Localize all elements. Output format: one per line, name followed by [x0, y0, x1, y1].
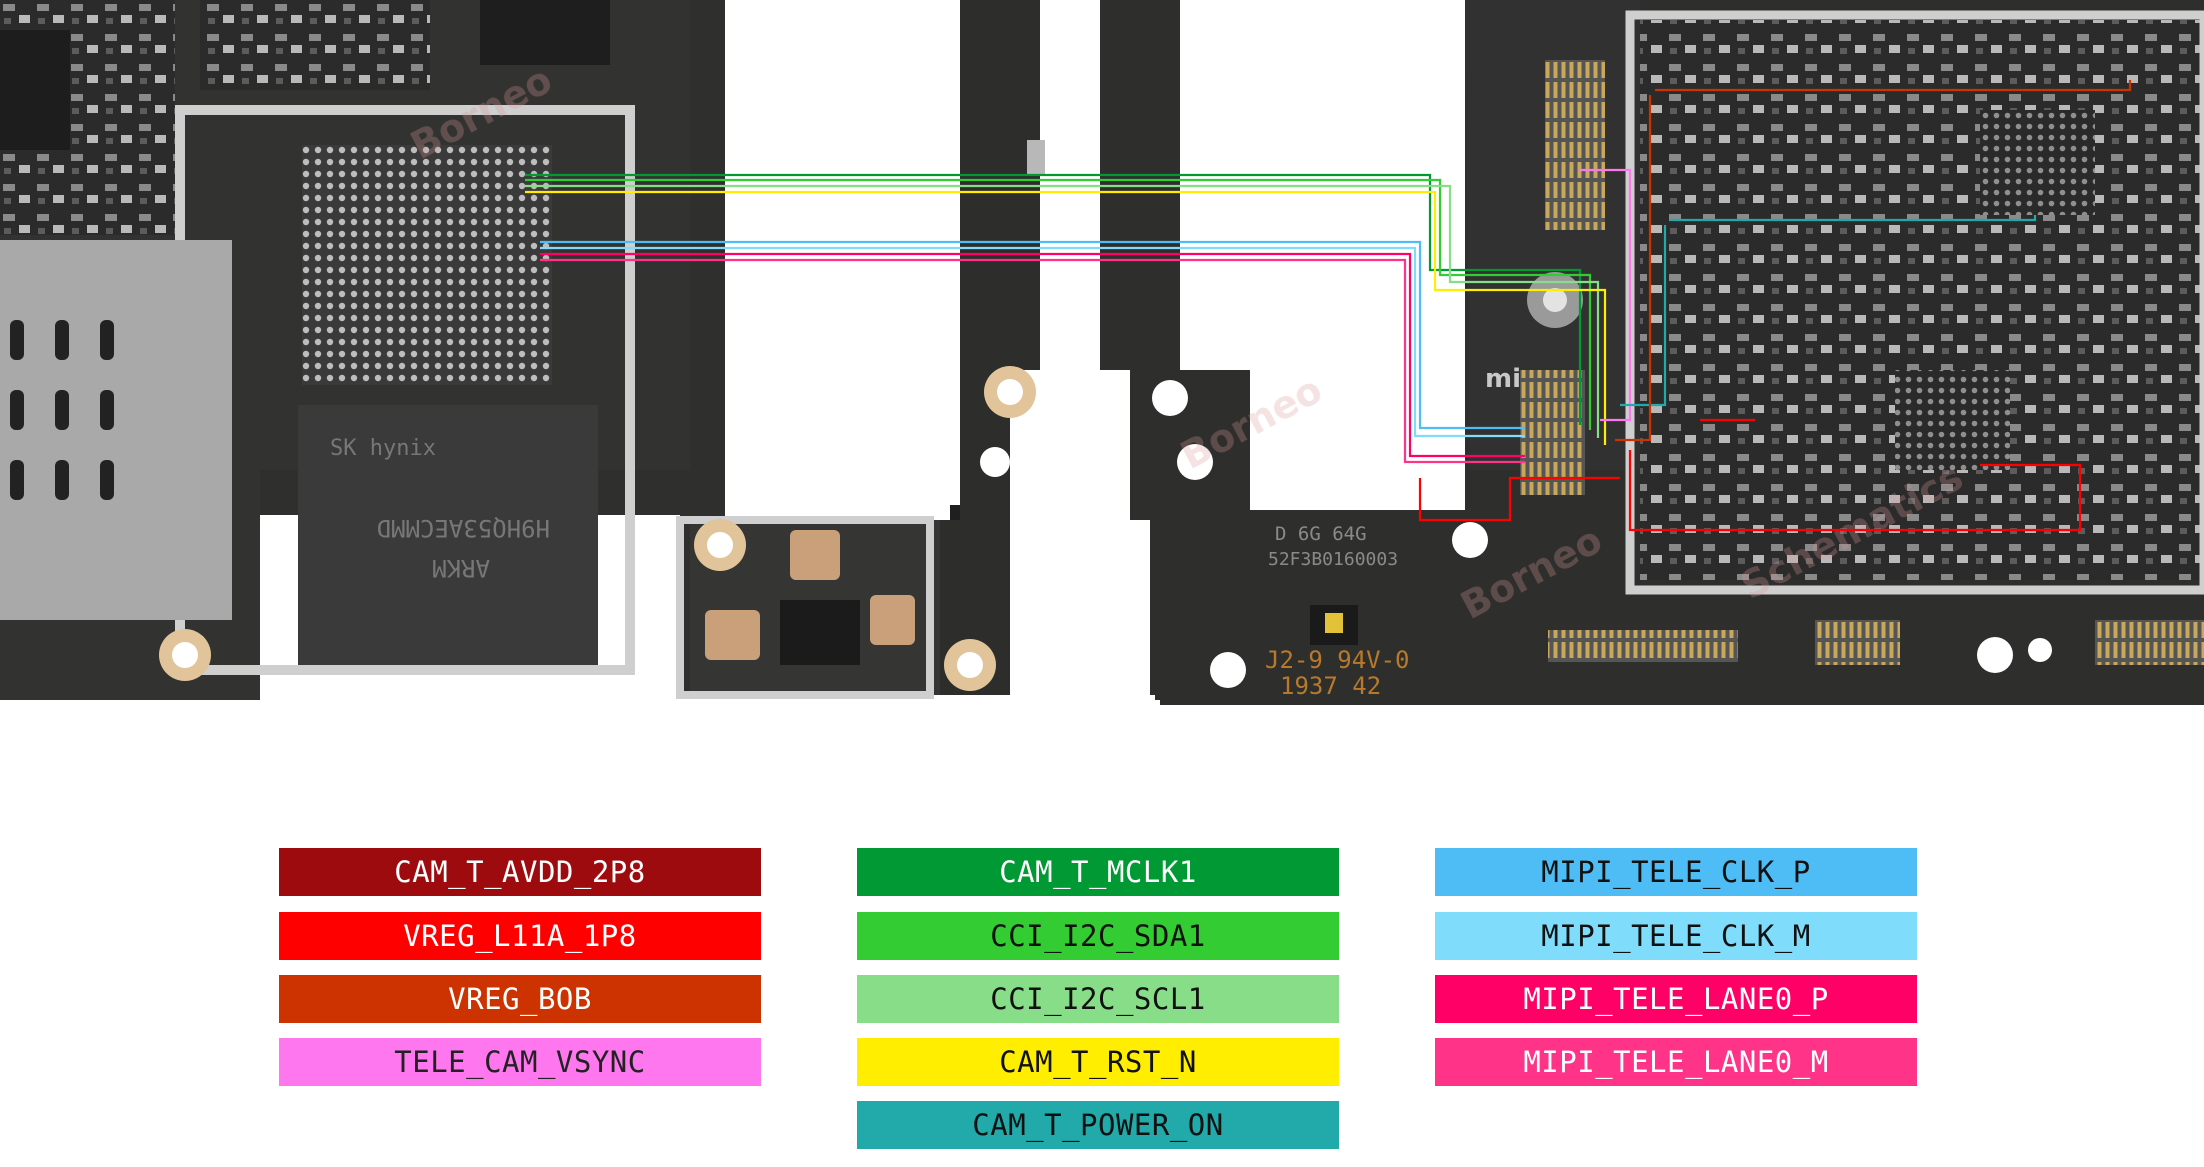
legend-cci-i2c-sda1: CCI_I2C_SDA1 [857, 912, 1339, 960]
legend-mipi-tele-lane0-p: MIPI_TELE_LANE0_P [1435, 975, 1917, 1023]
legend-cam-t-avdd-2p8: CAM_T_AVDD_2P8 [279, 848, 761, 896]
svg-text:D 6G 64G: D 6G 64G [1275, 523, 1367, 545]
pcb-photo: SK hynix H9HQ53AECMMD ARKM [0, 0, 2204, 705]
mi-logo-icon: mi [1485, 364, 1521, 394]
svg-text:H9HQ53AECMMD: H9HQ53AECMMD [377, 514, 550, 542]
svg-text:52F3B0160003: 52F3B0160003 [1268, 549, 1398, 570]
legend-cam-t-mclk1: CAM_T_MCLK1 [857, 848, 1339, 896]
right-board: mi D 6G 64G 52F3B0160003 J2-9 94V-0 1937… [1100, 0, 2204, 705]
legend-mipi-tele-lane0-m: MIPI_TELE_LANE0_M [1435, 1038, 1917, 1086]
legend-cam-t-power-on: CAM_T_POWER_ON [857, 1101, 1339, 1149]
svg-text:1937 42: 1937 42 [1280, 672, 1381, 700]
svg-text:ARKM: ARKM [432, 554, 490, 582]
legend-cam-t-rst-n: CAM_T_RST_N [857, 1038, 1339, 1086]
legend-cci-i2c-scl1: CCI_I2C_SCL1 [857, 975, 1339, 1023]
chip-marking-brand: SK hynix [330, 436, 436, 461]
svg-text:J2-9 94V-0: J2-9 94V-0 [1265, 646, 1410, 674]
signal-traces [525, 80, 2132, 532]
legend-mipi-tele-clk-m: MIPI_TELE_CLK_M [1435, 912, 1917, 960]
legend-vreg-bob: VREG_BOB [279, 975, 761, 1023]
legend-tele-cam-vsync: TELE_CAM_VSYNC [279, 1038, 761, 1086]
legend-mipi-tele-clk-p: MIPI_TELE_CLK_P [1435, 848, 1917, 896]
legend-vreg-l11a-1p8: VREG_L11A_1P8 [279, 912, 761, 960]
left-board: SK hynix H9HQ53AECMMD ARKM [0, 0, 1045, 700]
